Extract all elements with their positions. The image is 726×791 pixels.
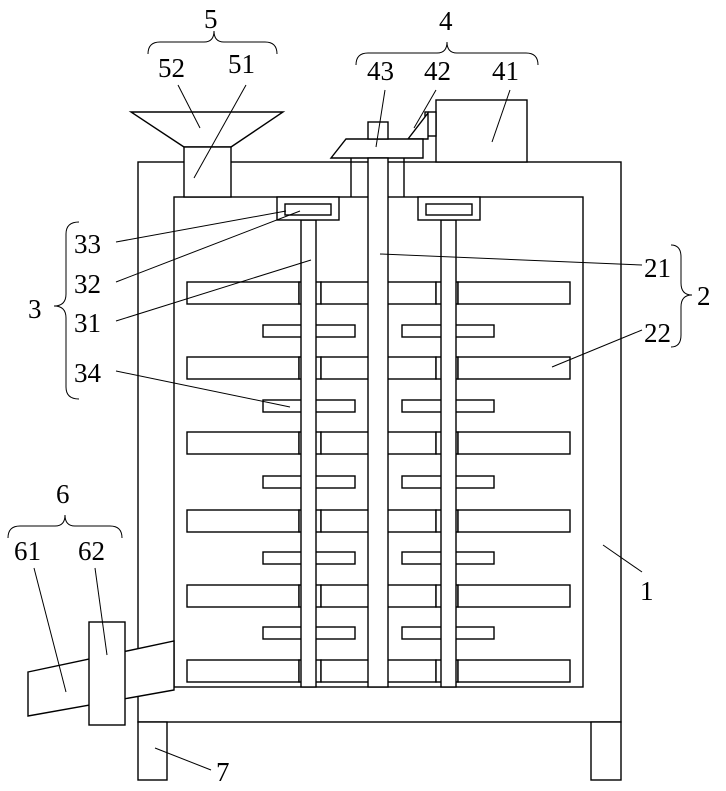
label-21: 21 [644,253,671,283]
leader-22 [552,330,642,367]
long-paddle-right [458,282,570,304]
long-paddle-right [458,510,570,532]
label-1: 1 [640,576,654,606]
label-34: 34 [74,358,102,388]
label-3: 3 [28,294,42,324]
label-7: 7 [216,757,230,787]
long-paddle-left [187,660,299,682]
label-32: 32 [74,269,101,299]
label-5: 5 [204,4,218,34]
label-41: 41 [492,56,519,86]
long-paddle-left [187,510,299,532]
long-paddle-left [187,357,299,379]
label-52: 52 [158,53,185,83]
drive-unit [331,100,527,197]
leader-1 [603,545,642,572]
label-33: 33 [74,229,101,259]
discharge-valve [28,622,174,725]
label-4: 4 [439,6,453,36]
label-6: 6 [56,479,70,509]
label-62: 62 [78,536,105,566]
long-paddle-right [458,585,570,607]
long-paddle-right [458,432,570,454]
long-paddle-right [458,660,570,682]
label-2: 2 [697,281,711,311]
long-paddle-left [187,432,299,454]
long-paddle-left [187,282,299,304]
long-paddle-right [458,357,570,379]
label-43: 43 [367,56,394,86]
long-paddle-left [187,585,299,607]
support-legs [138,722,621,780]
label-42: 42 [424,56,451,86]
label-22: 22 [644,318,671,348]
label-61: 61 [14,536,41,566]
label-51: 51 [228,49,255,79]
leader-21 [380,254,642,265]
leader-32 [116,211,300,282]
label-31: 31 [74,308,101,338]
